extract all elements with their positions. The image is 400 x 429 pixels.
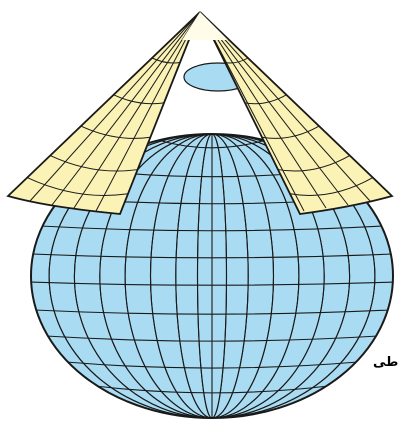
globe: [29, 63, 395, 418]
parallel-line: [210, 110, 214, 119]
edge-text-fragment: طی: [373, 355, 398, 370]
